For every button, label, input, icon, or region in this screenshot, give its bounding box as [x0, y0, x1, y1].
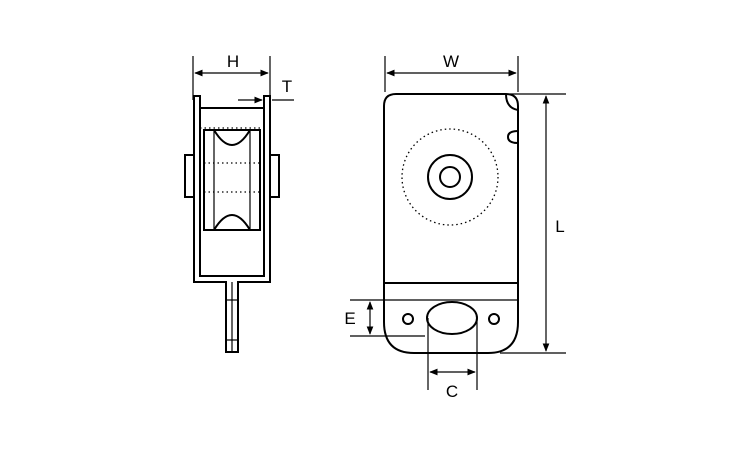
sheave-outline: [401, 128, 499, 226]
label-h: H: [227, 52, 239, 71]
dimension-l: L: [500, 93, 566, 354]
axle-hole: [439, 166, 461, 188]
label-w: W: [443, 52, 459, 71]
mount-hole-left: [402, 313, 414, 325]
left-boss: [184, 154, 195, 198]
dimension-e: E: [344, 299, 425, 337]
label-l: L: [555, 217, 564, 236]
axle-hub: [427, 154, 473, 200]
dimension-w: W: [384, 52, 519, 92]
sheave-side: [203, 129, 261, 231]
dimension-c: C: [427, 318, 478, 401]
dimension-h: H: [192, 52, 271, 100]
front-view: W L E: [344, 52, 566, 401]
side-bracket: [193, 95, 271, 353]
front-plate: [383, 93, 519, 354]
mount-hole-right: [488, 313, 500, 325]
center-slot: [426, 301, 478, 335]
label-e: E: [344, 309, 355, 328]
label-t: T: [282, 77, 292, 96]
side-view: H T: [184, 52, 294, 353]
label-c: C: [446, 382, 458, 401]
right-boss: [269, 154, 280, 198]
dimension-t: T: [238, 77, 294, 104]
